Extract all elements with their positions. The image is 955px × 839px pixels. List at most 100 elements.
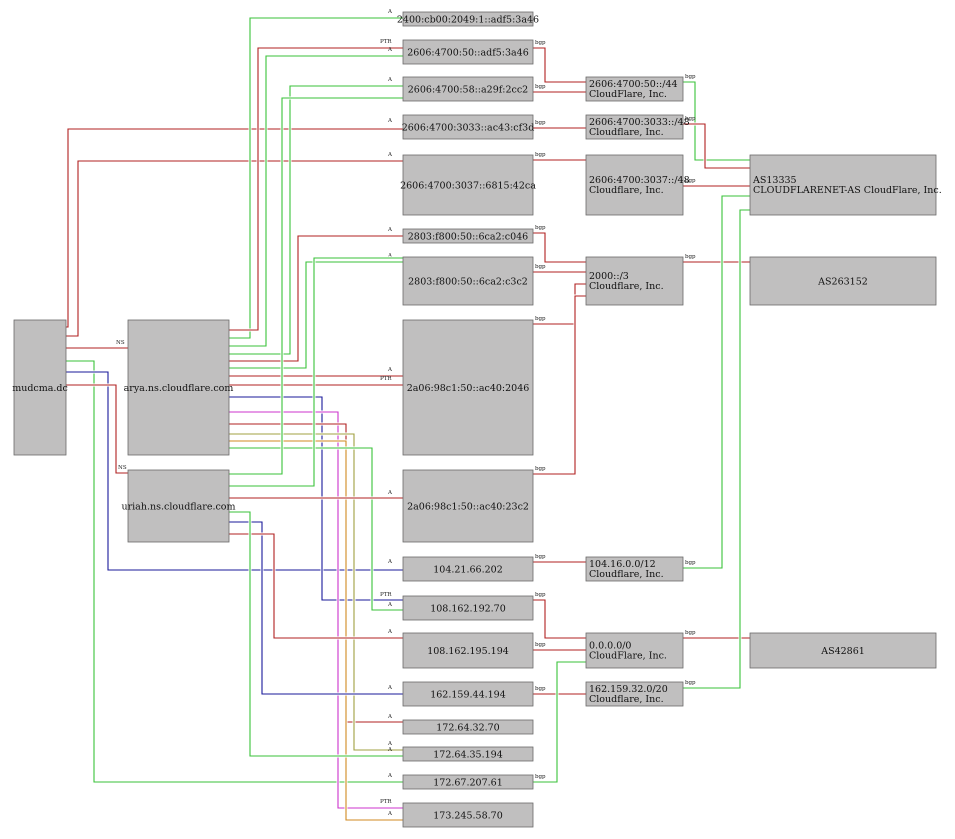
node-box bbox=[402, 76, 534, 102]
node-label: 104.21.66.202 bbox=[433, 565, 503, 576]
edge-34 bbox=[533, 295, 586, 475]
edge-label: bgp bbox=[535, 316, 546, 322]
node-ip6-1[interactable]: 2400:cb00:2049:1::adf5:3a46 bbox=[397, 11, 539, 27]
node-label-org: CloudFlare, Inc. bbox=[589, 89, 667, 100]
edge-label: bgp bbox=[685, 680, 696, 686]
node-box bbox=[402, 39, 534, 65]
node-as-3[interactable]: AS42861 bbox=[749, 632, 937, 669]
node-ip6-6[interactable]: 2803:f800:50::6ca2:c046 bbox=[402, 228, 534, 244]
node-ip4-8[interactable]: 173.245.58.70 bbox=[402, 802, 534, 828]
node-label: 2a06:98c1:50::ac40:2046 bbox=[407, 383, 530, 394]
edge-26 bbox=[229, 511, 403, 757]
edges-layer: AAAANSNSAPTRAAAAAPTRPTRPTRAAAAAAAAbgpbgp… bbox=[66, 9, 750, 822]
node-label: AS13335 bbox=[752, 175, 797, 186]
node-label: arya.ns.cloudflare.com bbox=[124, 383, 234, 394]
node-label: 104.16.0.0/12 bbox=[589, 559, 656, 570]
node-box bbox=[585, 681, 684, 707]
edge-label: PTR bbox=[380, 376, 392, 382]
node-ip4-4[interactable]: 162.159.44.194 bbox=[402, 681, 534, 707]
edge-19 bbox=[229, 440, 403, 821]
edge-39 bbox=[533, 661, 586, 783]
node-label: 2606:4700:3037::/48 bbox=[589, 175, 690, 186]
edge-label: bgp bbox=[535, 264, 546, 270]
node-label: 2a06:98c1:50::ac40:23c2 bbox=[407, 502, 529, 513]
edge-label: PTR bbox=[380, 592, 392, 598]
node-ip4-3[interactable]: 108.162.195.194 bbox=[402, 632, 534, 669]
edge-label: A bbox=[387, 152, 393, 158]
edge-label: A bbox=[387, 811, 393, 817]
node-label: 172.64.35.194 bbox=[433, 750, 503, 761]
edge-label: bgp bbox=[685, 254, 696, 260]
node-box bbox=[402, 681, 534, 707]
edge-18 bbox=[229, 433, 403, 751]
edge-label: bgp bbox=[685, 116, 696, 122]
edge-label: bgp bbox=[685, 560, 696, 566]
edge-4 bbox=[66, 371, 403, 571]
node-label: 2606:4700:58::a29f:2cc2 bbox=[408, 85, 528, 96]
node-label: 2606:4700:50::/44 bbox=[589, 79, 678, 90]
edge-label: bgp bbox=[535, 40, 546, 46]
node-arya[interactable]: arya.ns.cloudflare.com bbox=[124, 319, 234, 456]
edge-label: A bbox=[387, 9, 393, 15]
node-ip6-2[interactable]: 2606:4700:50::adf5:3a46 bbox=[402, 39, 534, 65]
node-label: 2000::/3 bbox=[589, 271, 629, 282]
node-zone[interactable]: mudcma.dc bbox=[12, 319, 68, 456]
node-ip6-4[interactable]: 2606:4700:3033::ac43:cf3d bbox=[402, 114, 535, 140]
node-box bbox=[402, 719, 534, 735]
edge-27 bbox=[533, 47, 586, 83]
node-label-org: Cloudflare, Inc. bbox=[589, 281, 664, 292]
node-ip4-5[interactable]: 172.64.32.70 bbox=[402, 719, 534, 735]
node-box bbox=[749, 256, 937, 306]
node-box bbox=[402, 746, 534, 762]
edge-label: bgp bbox=[535, 642, 546, 648]
node-as-2[interactable]: AS263152 bbox=[749, 256, 937, 306]
node-box bbox=[402, 11, 534, 27]
edge-label: bgp bbox=[535, 84, 546, 90]
edge-8 bbox=[229, 47, 403, 331]
node-label: AS263152 bbox=[817, 277, 868, 288]
node-ip4-7[interactable]: 172.67.207.61 bbox=[402, 774, 534, 790]
edge-17 bbox=[229, 423, 403, 723]
node-ip4-2[interactable]: 108.162.192.70 bbox=[402, 595, 534, 621]
node-ip6-5[interactable]: 2606:4700:3037::6815:42ca bbox=[400, 154, 536, 216]
node-ip6-7[interactable]: 2803:f800:50::6ca2:c3c2 bbox=[402, 256, 534, 306]
edge-24 bbox=[229, 521, 403, 695]
node-uriah[interactable]: uriah.ns.cloudflare.com bbox=[121, 469, 236, 543]
edge-label: bgp bbox=[535, 554, 546, 560]
node-label: 2400:cb00:2049:1::adf5:3a46 bbox=[397, 15, 539, 26]
node-ip6-8[interactable]: 2a06:98c1:50::ac40:2046 bbox=[402, 319, 534, 456]
node-ip6-9[interactable]: 2a06:98c1:50::ac40:23c2 bbox=[402, 469, 534, 543]
node-label: 162.159.32.0/20 bbox=[589, 684, 668, 695]
edge-label: A bbox=[387, 602, 393, 608]
edge-40 bbox=[683, 81, 750, 161]
node-ip4-1[interactable]: 104.21.66.202 bbox=[402, 556, 534, 582]
node-box bbox=[402, 632, 534, 669]
node-label: 2803:f800:50::6ca2:c3c2 bbox=[408, 277, 528, 288]
edge-label: A bbox=[387, 714, 393, 720]
edge-label: bgp bbox=[535, 466, 546, 472]
node-ip6-3[interactable]: 2606:4700:58::a29f:2cc2 bbox=[402, 76, 534, 102]
edge-41 bbox=[683, 123, 750, 169]
node-box bbox=[585, 556, 684, 582]
node-label: AS42861 bbox=[820, 646, 865, 657]
node-label-org: CLOUDFLARENET-AS CloudFlare, Inc. bbox=[753, 185, 942, 196]
node-label: 2606:4700:3033::ac43:cf3d bbox=[402, 123, 535, 134]
node-box bbox=[402, 319, 534, 456]
node-label-org: Cloudflare, Inc. bbox=[589, 185, 664, 196]
node-box bbox=[402, 469, 534, 543]
node-ip4-6[interactable]: 172.64.35.194 bbox=[402, 746, 534, 762]
edge-label: bgp bbox=[685, 178, 696, 184]
edge-label: A bbox=[387, 367, 393, 373]
edge-label: A bbox=[387, 629, 393, 635]
node-box bbox=[402, 595, 534, 621]
node-label: mudcma.dc bbox=[12, 383, 68, 394]
node-label: uriah.ns.cloudflare.com bbox=[121, 502, 235, 513]
